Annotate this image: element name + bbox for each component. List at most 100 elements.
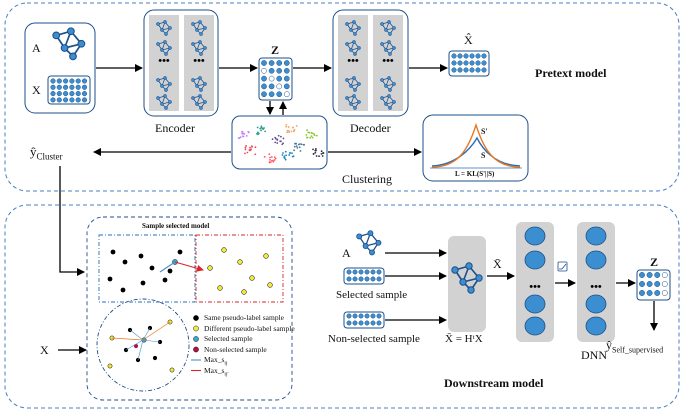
different-label-dot [169, 367, 175, 373]
cluster-point [271, 138, 274, 141]
downstream-model-title: Downstream model [444, 376, 544, 390]
different-label-dot [207, 265, 213, 271]
cluster-point [310, 135, 313, 138]
cluster-point [274, 141, 277, 144]
feature-dot [63, 91, 69, 97]
encoder-label: Encoder [155, 121, 195, 135]
non-selected-sample-label: Non-selected sample [328, 333, 420, 345]
feature-dot [63, 84, 69, 90]
cluster-circle [96, 298, 190, 392]
selected-feature-dot [346, 276, 352, 282]
latent-dot [283, 60, 290, 66]
latent-dot [276, 91, 283, 98]
nonselected-feature-dot [346, 313, 352, 319]
similarity-line [125, 339, 144, 351]
cluster-point [281, 154, 284, 156]
cluster-point [296, 146, 299, 149]
downstream-a-label: A [342, 246, 351, 260]
cluster-point [306, 129, 308, 132]
feature-dot [81, 78, 88, 84]
cluster-point [321, 155, 324, 157]
output-z-dot [654, 281, 661, 287]
latent-dot [283, 83, 290, 90]
cluster-point [269, 156, 271, 159]
cluster-point [270, 160, 273, 162]
cluster-point [288, 154, 291, 156]
dnn-layer-2 [577, 222, 615, 342]
cluster-point [256, 132, 258, 135]
selected-feature-dot [376, 269, 382, 275]
cluster-point [282, 142, 285, 145]
cluster-point [293, 149, 296, 152]
cluster-point [246, 151, 249, 154]
different-label-region [195, 234, 284, 303]
dnn-node [585, 226, 607, 246]
reconstruction-dot [463, 60, 469, 66]
feature-dot [69, 97, 75, 103]
cluster-point [269, 158, 271, 161]
selected-sample-label: Selected sample [336, 289, 408, 301]
output-z-dot [661, 290, 668, 296]
nonselected-feature-dot [376, 313, 382, 319]
same-label-dot [177, 249, 183, 255]
max-sij-line [159, 261, 176, 273]
feature-dot [75, 78, 81, 84]
cluster-point [260, 129, 262, 132]
reconstruction-dot [469, 53, 475, 59]
activation-icon [557, 261, 568, 272]
different-label-dot [221, 247, 227, 253]
output-z-dot [646, 272, 653, 278]
output-z-matrix [636, 269, 671, 301]
cluster-point [262, 128, 265, 131]
output-z-dot [646, 290, 653, 296]
cluster-point [312, 152, 315, 155]
cluster-point [268, 161, 271, 164]
same-label-dot [122, 259, 128, 265]
cluster-point [282, 137, 285, 140]
cluster-point [302, 143, 305, 146]
input-a-label: A [32, 41, 41, 55]
reconstruction-dot [469, 67, 475, 73]
different-label-dot [107, 363, 113, 369]
cluster-point [293, 130, 295, 133]
cluster-point [245, 135, 248, 137]
reconstruction-label: X̂ [464, 33, 473, 47]
feature-dot [75, 97, 81, 103]
cluster-point [256, 126, 259, 129]
output-z-dot [646, 281, 653, 287]
cluster-point [295, 124, 298, 127]
selected-feature-dot [352, 269, 358, 275]
output-z-dot [661, 281, 668, 287]
cluster-point [320, 152, 323, 155]
feature-dot [75, 91, 81, 97]
cluster-point [238, 137, 241, 139]
reconstruction-dot [451, 60, 457, 66]
cluster-point [241, 130, 244, 133]
cluster-point [244, 152, 246, 155]
clustering-label: Clustering [342, 172, 392, 186]
feature-dot [63, 78, 69, 84]
latent-dot [283, 75, 290, 82]
different-label-dot [263, 253, 269, 259]
x-bar-label: X̄ [493, 257, 502, 271]
dist-s-prime-label: S' [481, 127, 488, 136]
feature-dot [69, 84, 75, 90]
output-z-dot [639, 281, 645, 287]
nonselected-feature-dot [370, 313, 376, 319]
cluster-point [241, 132, 244, 135]
cluster-point [251, 146, 253, 148]
feature-dot [81, 97, 88, 103]
nonselected-feature-dot [352, 313, 358, 319]
different-label-dot [267, 282, 273, 288]
reconstruction-dot [475, 60, 481, 66]
cluster-point [315, 134, 318, 137]
selected-feature-dot [376, 276, 382, 282]
latent-dot [268, 75, 275, 82]
reconstruction-dot [475, 67, 481, 73]
latent-dot [283, 67, 290, 74]
feature-dot [56, 78, 62, 84]
output-z-dot [639, 272, 645, 278]
cluster-point [244, 146, 247, 149]
cluster-point [244, 148, 247, 151]
